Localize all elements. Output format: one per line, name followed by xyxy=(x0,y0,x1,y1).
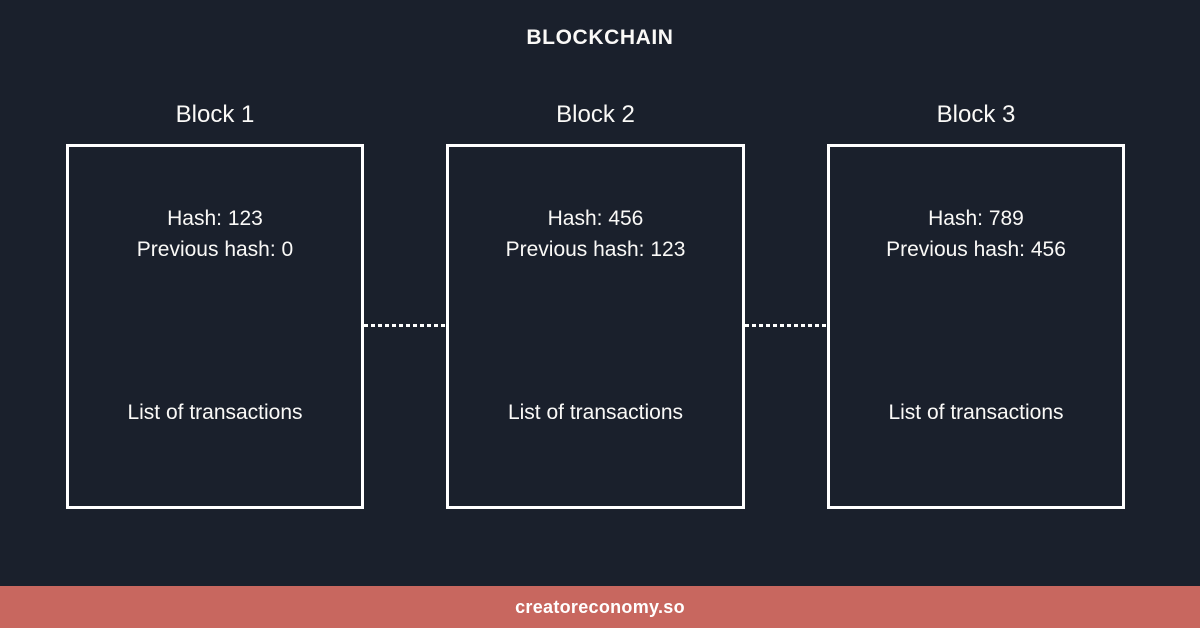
chain-link-dotted-line-2 xyxy=(745,324,827,327)
block-3-hash-value: Hash: 789 xyxy=(928,207,1024,230)
block-2-box: Hash: 456 Previous hash: 123 List of tra… xyxy=(446,144,745,509)
chain-link-dotted-line-1 xyxy=(364,324,446,327)
block-3-box: Hash: 789 Previous hash: 456 List of tra… xyxy=(827,144,1125,509)
block-1-label: Block 1 xyxy=(175,101,255,128)
block-1-previous-hash-value: Previous hash: 0 xyxy=(136,238,294,261)
block-3-hash-group: Hash: 789 Previous hash: 456 xyxy=(830,203,1122,265)
block-2-hash-group: Hash: 456 Previous hash: 123 xyxy=(449,203,742,265)
block-1-hash-group: Hash: 123 Previous hash: 0 xyxy=(69,203,361,265)
block-2-hash-value: Hash: 456 xyxy=(547,207,644,230)
footer-bar: creatoreconomy.so xyxy=(0,586,1200,628)
block-1-transactions-label: List of transactions xyxy=(127,401,303,424)
block-1-hash-value: Hash: 123 xyxy=(167,207,263,230)
block-2-label: Block 2 xyxy=(556,101,635,128)
block-2-transactions-label: List of transactions xyxy=(507,401,684,424)
block-3-label: Block 3 xyxy=(936,101,1016,128)
footer-domain: creatoreconomy.so xyxy=(515,596,685,617)
block-1-box: Hash: 123 Previous hash: 0 List of trans… xyxy=(66,144,364,509)
block-2-previous-hash-value: Previous hash: 123 xyxy=(505,238,686,261)
block-3-previous-hash-value: Previous hash: 456 xyxy=(886,238,1066,261)
block-3-transactions-label: List of transactions xyxy=(888,401,1064,424)
page-title: BLOCKCHAIN xyxy=(526,26,674,49)
